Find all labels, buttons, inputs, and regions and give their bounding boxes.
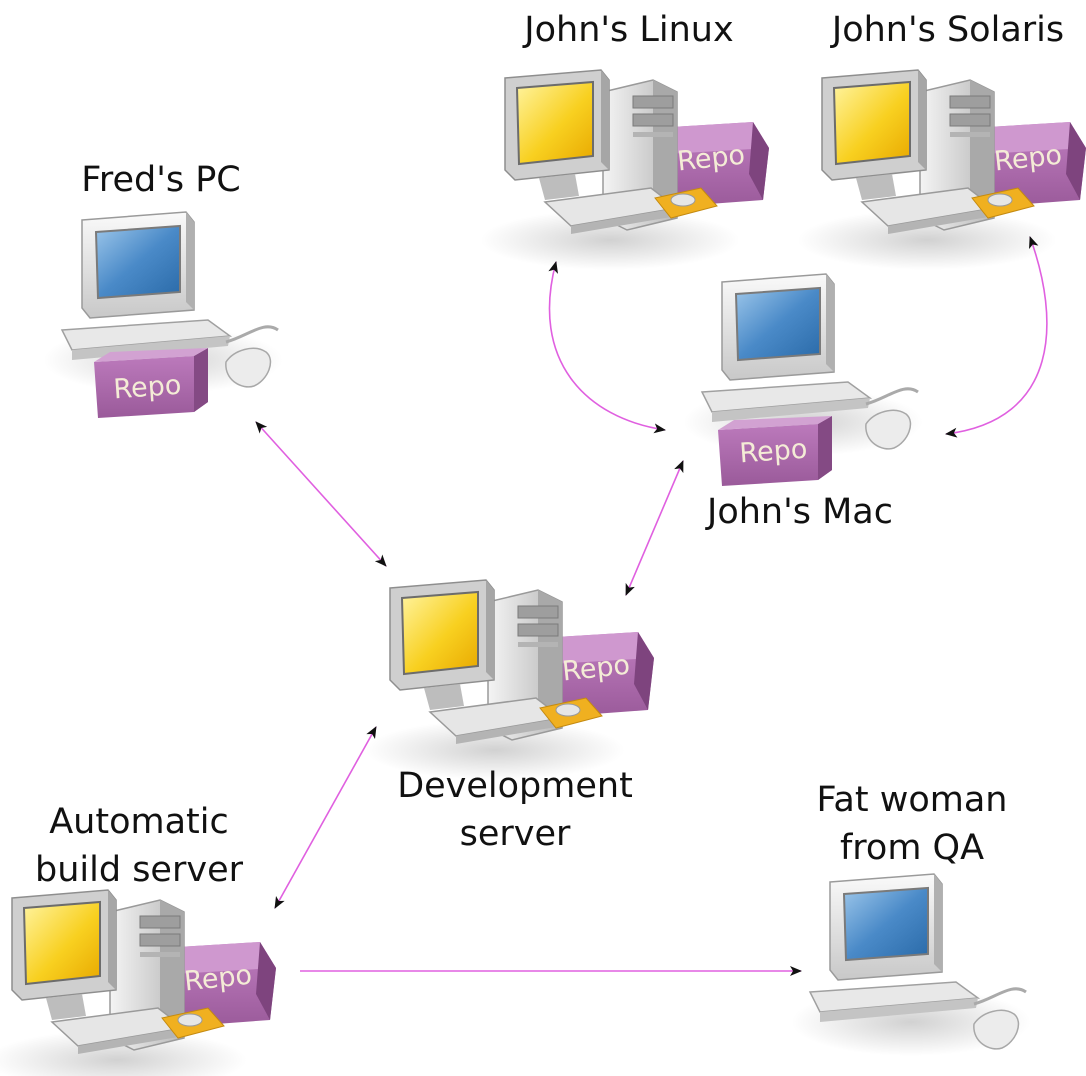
label-line: John's Solaris xyxy=(831,10,1065,50)
node-label-john-mac: John's Mac xyxy=(707,488,893,536)
edge-john-mac-john-solaris xyxy=(945,236,1048,438)
connections xyxy=(255,236,1048,976)
john-mac-computer: Repo xyxy=(681,272,925,486)
node-label-john-solaris: John's Solaris xyxy=(832,6,1064,54)
repo-label: Repo xyxy=(183,960,254,998)
qa-computer xyxy=(789,872,1033,1058)
label-line: Fat woman xyxy=(816,780,1008,820)
edge-john-mac-john-linux xyxy=(548,261,666,434)
fred-pc-computer: Repo xyxy=(41,210,285,418)
node-label-build-server: Automatic build server xyxy=(35,798,243,894)
label-line: Development xyxy=(397,766,633,806)
build-server-computer: Repo xyxy=(0,889,277,1076)
repo-label: Repo xyxy=(676,140,747,178)
repo-label: Repo xyxy=(993,140,1064,178)
edge-dev-server-john-mac xyxy=(625,460,684,596)
john-solaris-computer: Repo xyxy=(796,69,1086,271)
dev-server-computer: Repo xyxy=(364,579,655,781)
label-line: Fred's PC xyxy=(81,160,241,200)
computer-icon xyxy=(789,872,1033,1058)
repo-label: Repo xyxy=(561,650,632,688)
node-label-john-linux: John's Linux xyxy=(524,6,733,54)
edge-build-server-dev-server xyxy=(274,726,377,909)
label-line: Automatic xyxy=(49,802,229,842)
node-label-dev-server: Development server xyxy=(397,762,633,858)
edge-fred-pc-dev-server xyxy=(255,421,387,567)
label-line: build server xyxy=(35,850,243,890)
repo-label: Repo xyxy=(738,434,808,470)
john-linux-computer: Repo xyxy=(479,69,770,271)
node-label-qa: Fat woman from QA xyxy=(817,776,1008,872)
repo-label: Repo xyxy=(112,370,182,406)
label-line: server xyxy=(459,814,571,854)
label-line: John's Mac xyxy=(707,492,893,532)
label-line: John's Linux xyxy=(524,10,734,50)
label-line: from QA xyxy=(839,828,985,868)
node-label-fred-pc: Fred's PC xyxy=(81,156,240,204)
